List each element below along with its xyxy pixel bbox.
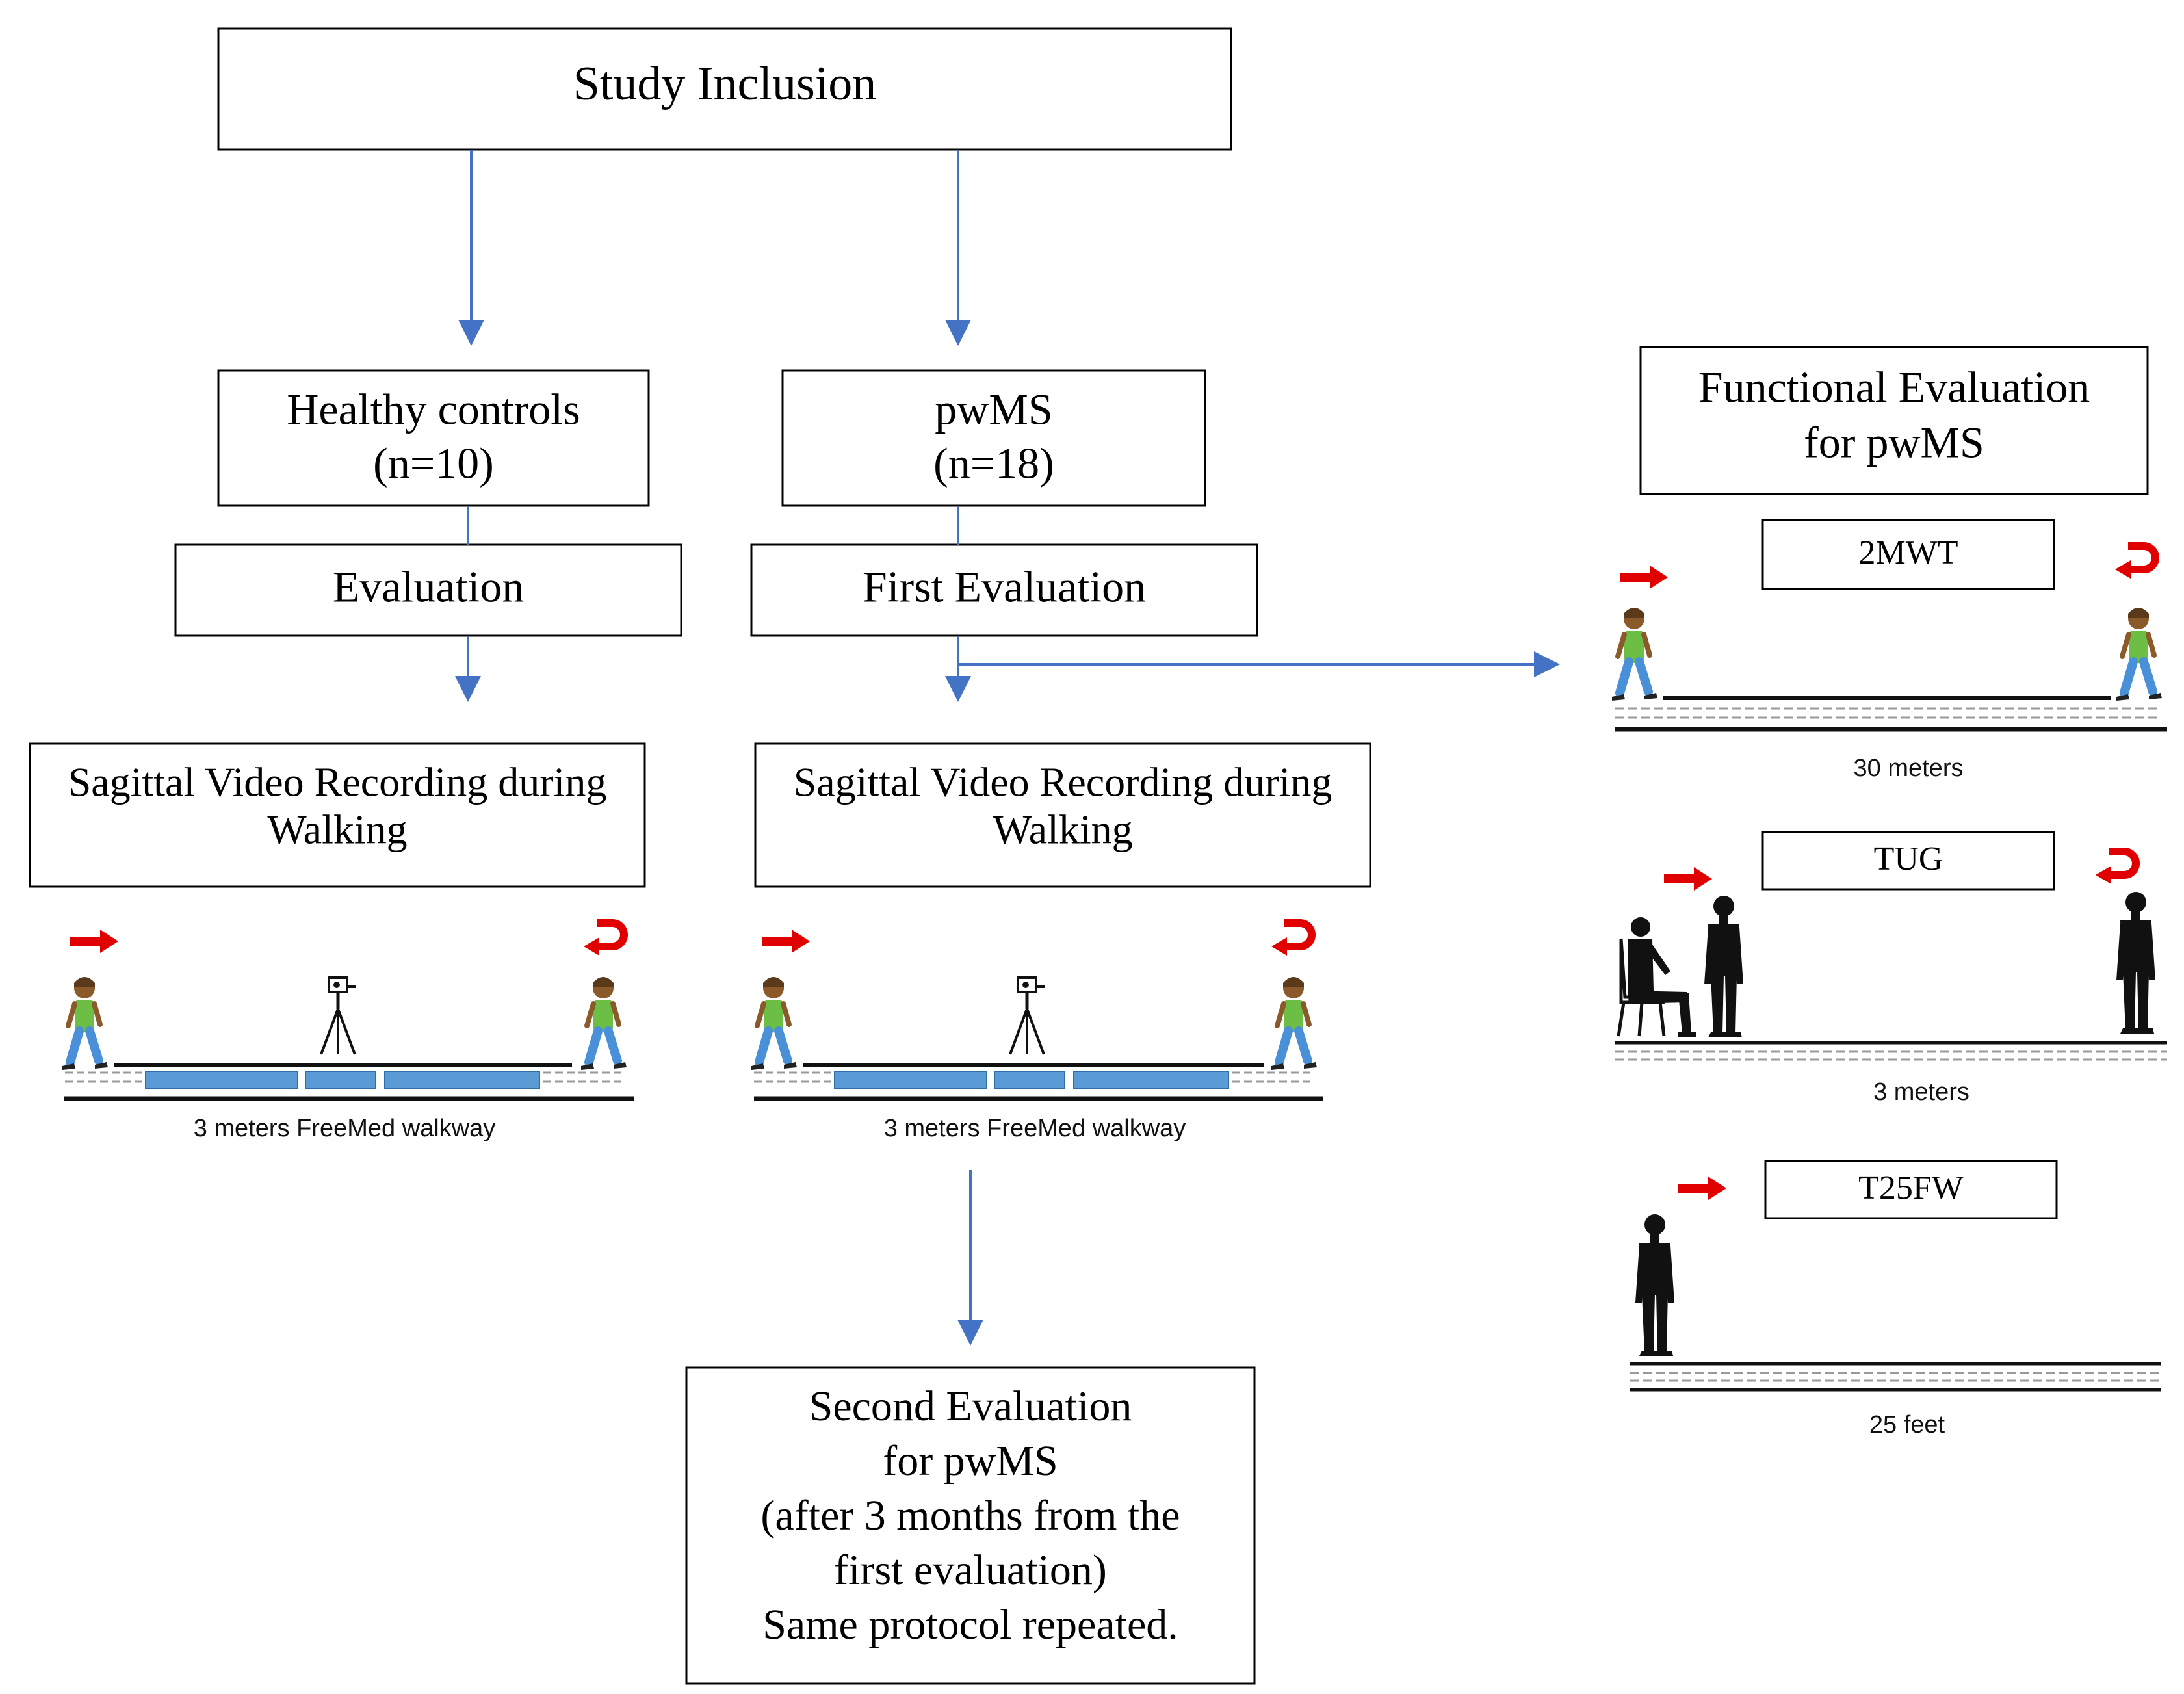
walking-person-icon xyxy=(581,977,627,1070)
walkway-mat-segment xyxy=(305,1071,376,1089)
healthy-controls-label: Healthy controls xyxy=(287,385,580,434)
functional-evaluation-line2: for pwMS xyxy=(1804,418,1984,467)
test-2mwt-label: 2MWT xyxy=(1858,534,1958,571)
first-evaluation-label: First Evaluation xyxy=(863,562,1146,612)
walkway-mat-segment xyxy=(1073,1071,1229,1089)
second-evaluation-line2: for pwMS xyxy=(883,1437,1058,1485)
walkway-mat-segment xyxy=(145,1071,298,1089)
direction-arrow-icon xyxy=(1664,867,1712,891)
seated-person-icon xyxy=(1618,917,1696,1037)
camera-tripod-icon xyxy=(321,978,356,1054)
functional-evaluation-line1: Functional Evaluation xyxy=(1698,363,2090,412)
camera-tripod-icon xyxy=(1010,978,1045,1054)
functional-evaluation-box: Functional Evaluation for pwMS xyxy=(1639,346,2149,495)
evaluation-label: Evaluation xyxy=(333,562,525,612)
video-recording-right-line2: Walking xyxy=(993,807,1132,853)
second-evaluation-line5: Same protocol repeated. xyxy=(762,1601,1178,1648)
pwms-label: pwMS xyxy=(935,385,1052,434)
standing-person-icon xyxy=(1635,1214,1674,1356)
second-evaluation-line3: (after 3 months from the xyxy=(760,1492,1180,1539)
u-turn-arrow-icon xyxy=(1271,923,1312,956)
test-t25fw-label: T25FW xyxy=(1858,1169,1964,1206)
walkway-left-caption: 3 meters FreeMed walkway xyxy=(194,1115,496,1142)
video-recording-right-line1: Sagittal Video Recording during xyxy=(794,759,1332,805)
healthy-controls-box: Healthy controls (n=10) xyxy=(217,369,650,507)
scene-2mwt: 30 meters xyxy=(1612,546,2167,782)
direction-arrow-icon xyxy=(1678,1177,1726,1200)
scene-tug: 3 meters xyxy=(1615,852,2167,1106)
scene-t25fw: 25 feet xyxy=(1630,1177,2161,1439)
walking-person-icon xyxy=(1612,608,1658,701)
standing-person-icon xyxy=(1704,896,1743,1037)
u-turn-arrow-icon xyxy=(2115,546,2155,579)
video-recording-left-line2: Walking xyxy=(267,807,407,853)
second-evaluation-line1: Second Evaluation xyxy=(809,1383,1132,1430)
evaluation-box: Evaluation xyxy=(174,543,682,637)
study-inclusion-box: Study Inclusion xyxy=(217,27,1232,151)
test-tug-box: TUG xyxy=(1762,831,2055,891)
video-recording-right-box: Sagittal Video Recording during Walking xyxy=(754,742,1372,888)
second-evaluation-box: Second Evaluation for pwMS (after 3 mont… xyxy=(685,1366,1256,1685)
u-turn-arrow-icon xyxy=(2096,852,2136,884)
flow-arrows xyxy=(455,150,1560,1346)
distance-tug-caption: 3 meters xyxy=(1873,1078,1970,1106)
test-2mwt-box: 2MWT xyxy=(1762,519,2055,590)
second-evaluation-line4: first evaluation) xyxy=(834,1546,1107,1594)
u-turn-arrow-icon xyxy=(584,923,624,956)
walking-person-icon xyxy=(751,977,797,1070)
walkway-right-caption: 3 meters FreeMed walkway xyxy=(884,1115,1186,1142)
walkway-mat-segment xyxy=(834,1071,987,1089)
walkway-mat-segment xyxy=(384,1071,540,1089)
walkway-scene-right: 3 meters FreeMed walkway xyxy=(751,923,1323,1142)
healthy-controls-count: (n=10) xyxy=(373,439,494,488)
pwms-box: pwMS (n=18) xyxy=(781,369,1206,507)
distance-2mwt-caption: 30 meters xyxy=(1854,755,1964,782)
walking-person-icon xyxy=(1271,977,1317,1070)
walking-person-icon xyxy=(2116,608,2162,701)
direction-arrow-icon xyxy=(1620,566,1668,589)
direction-arrow-icon xyxy=(70,930,118,953)
direction-arrow-icon xyxy=(762,930,810,953)
distance-t25fw-caption: 25 feet xyxy=(1869,1411,1945,1439)
pwms-count: (n=18) xyxy=(933,439,1054,488)
standing-person-icon xyxy=(2116,892,2155,1034)
walkway-mat-segment xyxy=(994,1071,1065,1089)
video-recording-left-box: Sagittal Video Recording during Walking xyxy=(29,742,646,888)
first-evaluation-box: First Evaluation xyxy=(750,543,1258,637)
video-recording-left-line1: Sagittal Video Recording during xyxy=(68,759,607,805)
walkway-scene-left: 3 meters FreeMed walkway xyxy=(62,923,634,1142)
test-t25fw-box: T25FW xyxy=(1764,1160,2058,1219)
study-inclusion-label: Study Inclusion xyxy=(573,57,877,111)
walking-person-icon xyxy=(62,977,108,1070)
test-tug-label: TUG xyxy=(1874,840,1944,878)
